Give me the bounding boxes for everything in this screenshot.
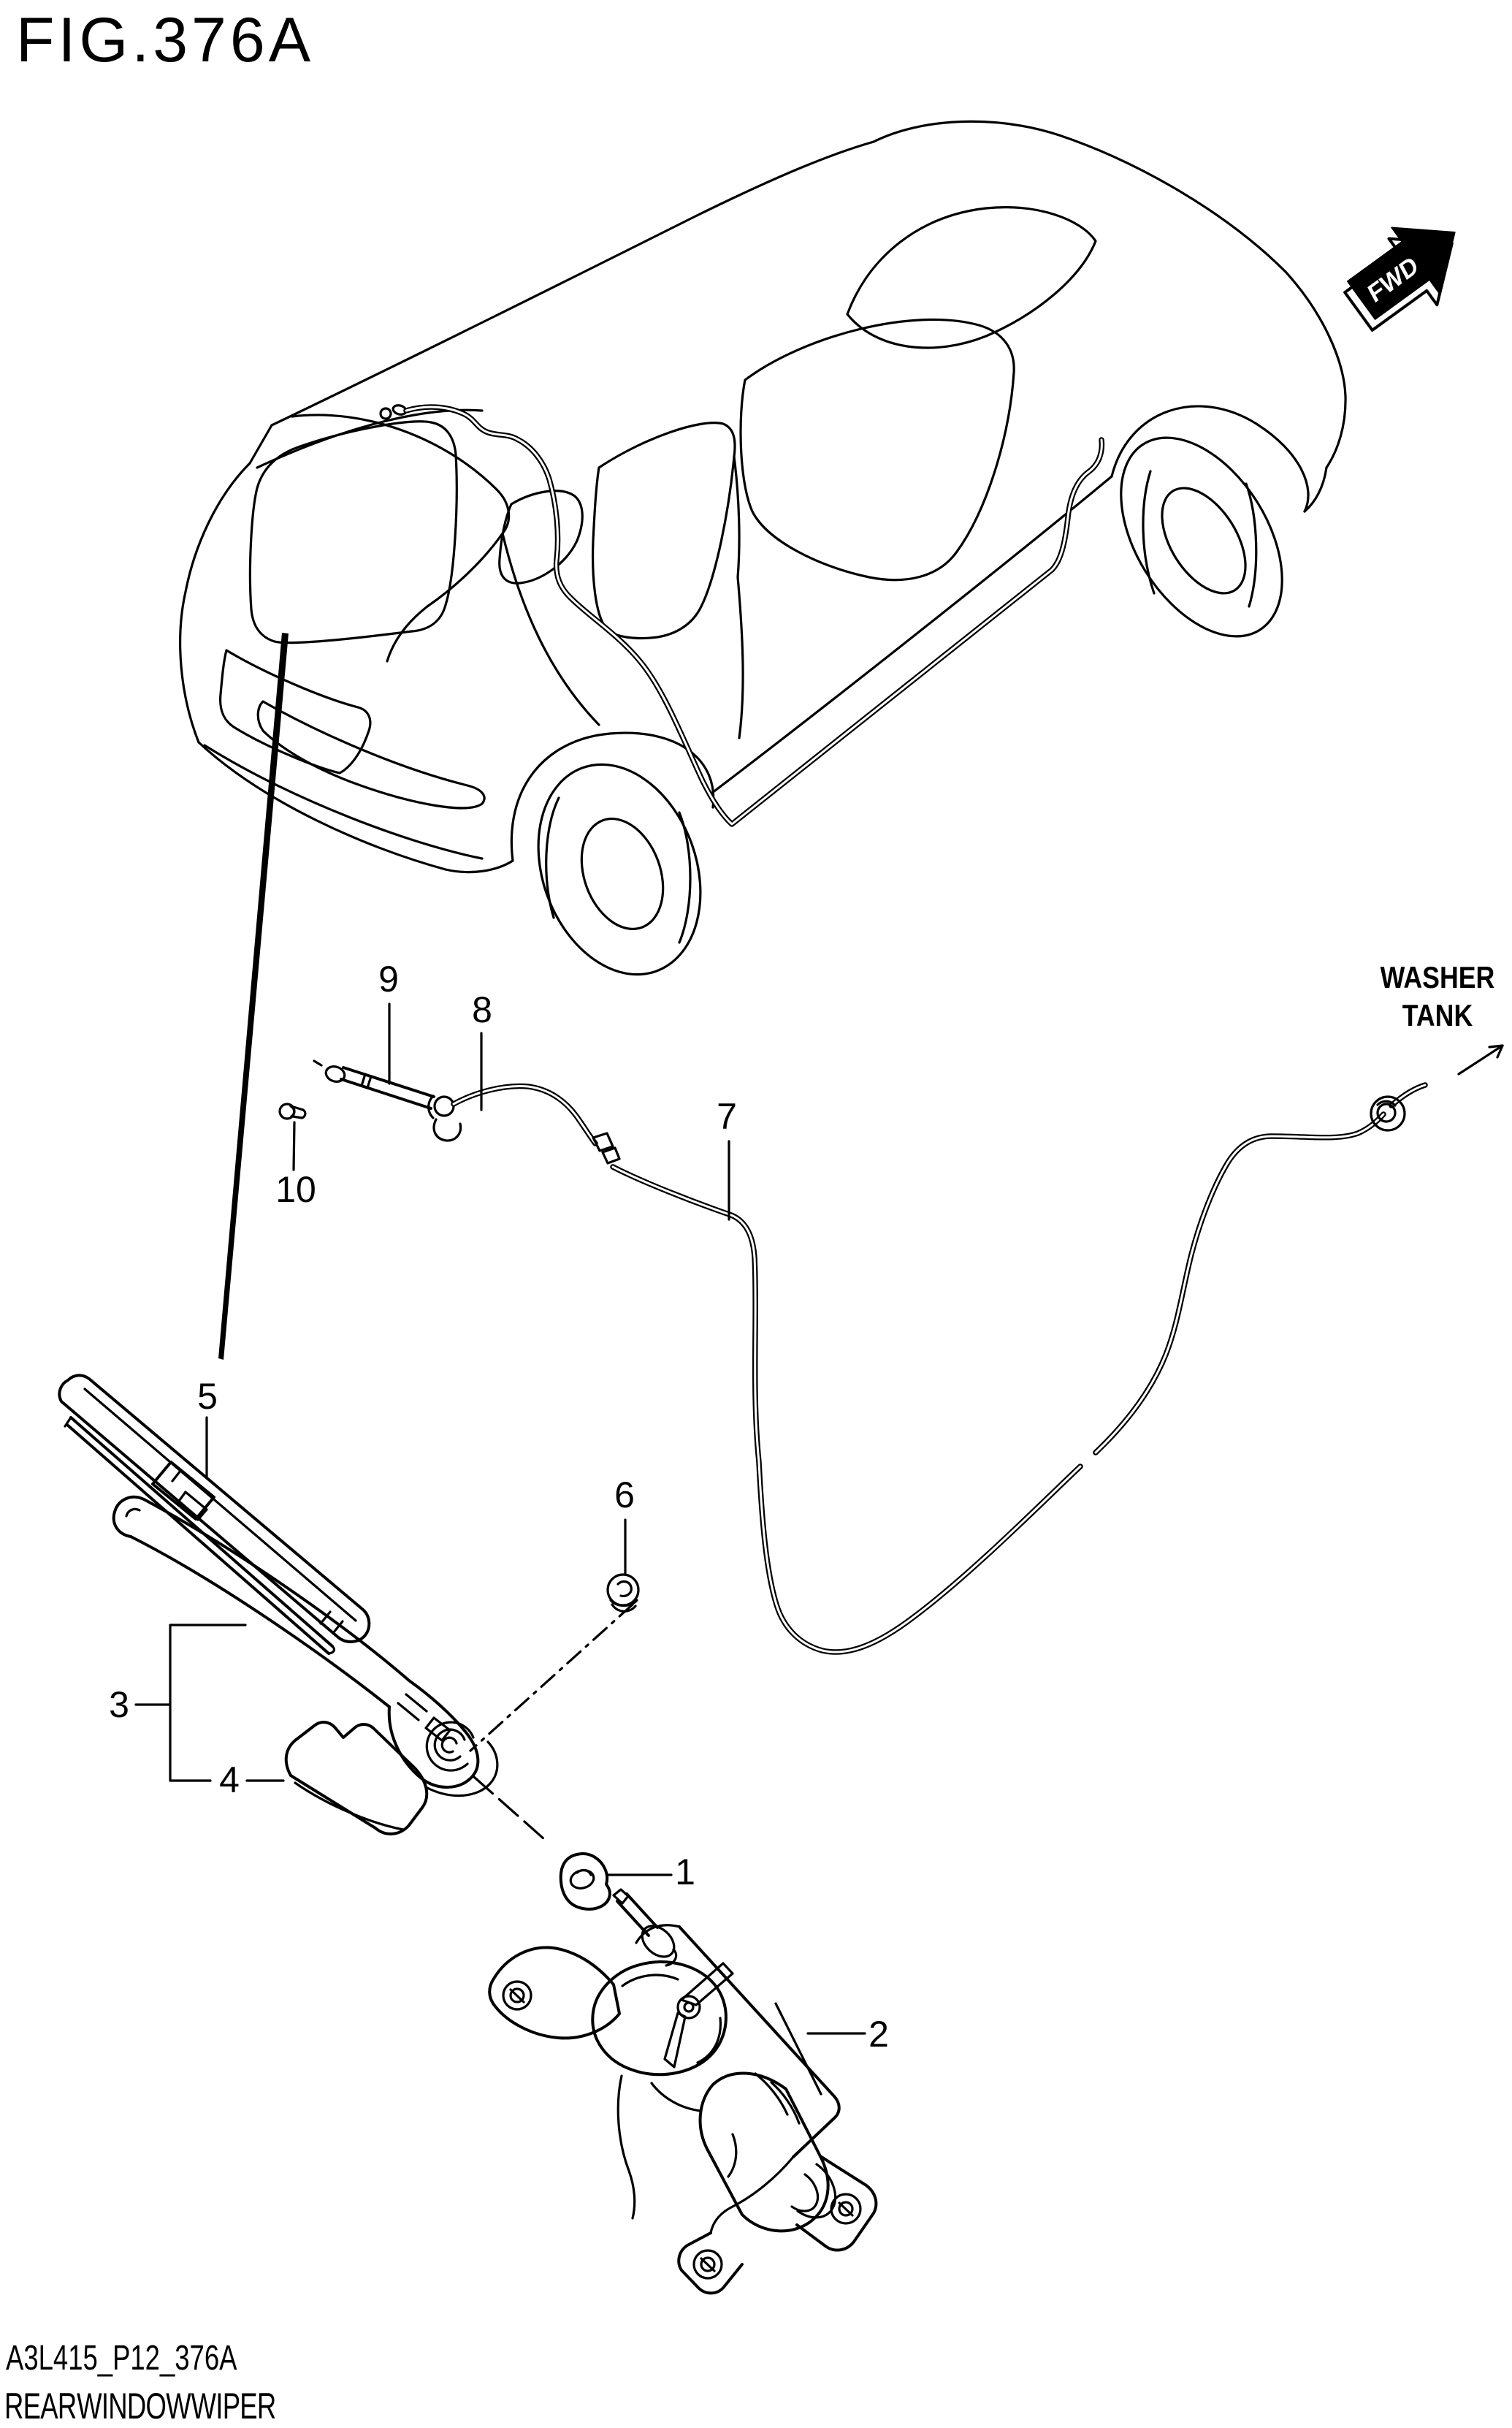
- spoiler-edge: [256, 408, 484, 469]
- bumper-crease: [203, 744, 484, 860]
- washer-hose-main-part: [610, 1082, 1428, 1655]
- footer-caption: REAR WINDOW WIPER: [4, 2386, 276, 2427]
- figure-title: FIG.376A: [16, 5, 315, 75]
- front-wheel: [1120, 436, 1283, 638]
- fwd-arrow-icon: FWD: [1343, 227, 1456, 332]
- washer-tank-label-line1: WASHER: [1380, 960, 1495, 994]
- detail-leader-line: [218, 633, 289, 1360]
- front-door-window: [739, 318, 1015, 582]
- axis-dash-dot-upper: [469, 1603, 634, 1752]
- callout-4-label: 4: [219, 1759, 240, 1800]
- washer-tank-label: WASHER TANK: [1381, 959, 1495, 1035]
- tailgate-opening-edge: [291, 414, 511, 663]
- pivot-nut-part: [606, 1573, 640, 1613]
- rear-window: [248, 420, 458, 644]
- pivot-cover-part: [284, 1721, 429, 1835]
- car-rocker-edge: [711, 475, 1113, 794]
- rear-door-window: [591, 422, 736, 640]
- callout-7-label: 7: [717, 1096, 737, 1137]
- axis-dash-lower: [473, 1776, 546, 1841]
- hose-clip-part: [278, 1103, 307, 1120]
- callout-3-leader: [134, 1624, 247, 1782]
- vehicle-illustration: [179, 120, 1347, 976]
- callout-8-label: 8: [472, 989, 492, 1030]
- licence-recess: [218, 649, 372, 775]
- callout-6-label: 6: [614, 1474, 635, 1515]
- washer-nozzle-part: [313, 1059, 462, 1142]
- callout-leaders: [134, 1002, 866, 2035]
- callout-5-label: 5: [197, 1376, 218, 1417]
- washer-tank-label-line2: TANK: [1402, 998, 1473, 1032]
- c-pillar-seam: [501, 532, 600, 726]
- washer-hose-routing: [379, 404, 1105, 827]
- washer-tank-grommet: [1370, 1095, 1406, 1132]
- b-pillar-seam: [733, 455, 744, 739]
- callout-3-label: 3: [109, 1684, 129, 1725]
- car-front-roof: [872, 120, 1347, 469]
- front-wheel-arch: [1110, 405, 1310, 513]
- washer-hose-rear-part: [451, 1083, 621, 1165]
- callout-10-label: 10: [275, 1169, 316, 1210]
- footer-drawing-code: A3L415_P12_376A: [6, 2339, 237, 2378]
- rear-wheel-arch: [510, 731, 715, 862]
- callout-1-label: 1: [675, 1852, 695, 1892]
- windshield: [846, 206, 1097, 349]
- car-roof-edge: [270, 140, 875, 427]
- car-rear-left-edge: [179, 424, 273, 744]
- pivot-grommet-part: [559, 1852, 611, 1911]
- rear-bumper-bottom: [197, 741, 514, 874]
- wiper-motor-part: [488, 1888, 878, 2295]
- washer-tank-arrow: [1457, 1044, 1504, 1076]
- car-front-bumper: [1303, 466, 1328, 513]
- tail-lamp: [256, 700, 486, 810]
- rear-wheel: [537, 763, 702, 976]
- callout-2-label: 2: [868, 2014, 889, 2055]
- callout-9-label: 9: [378, 959, 399, 1000]
